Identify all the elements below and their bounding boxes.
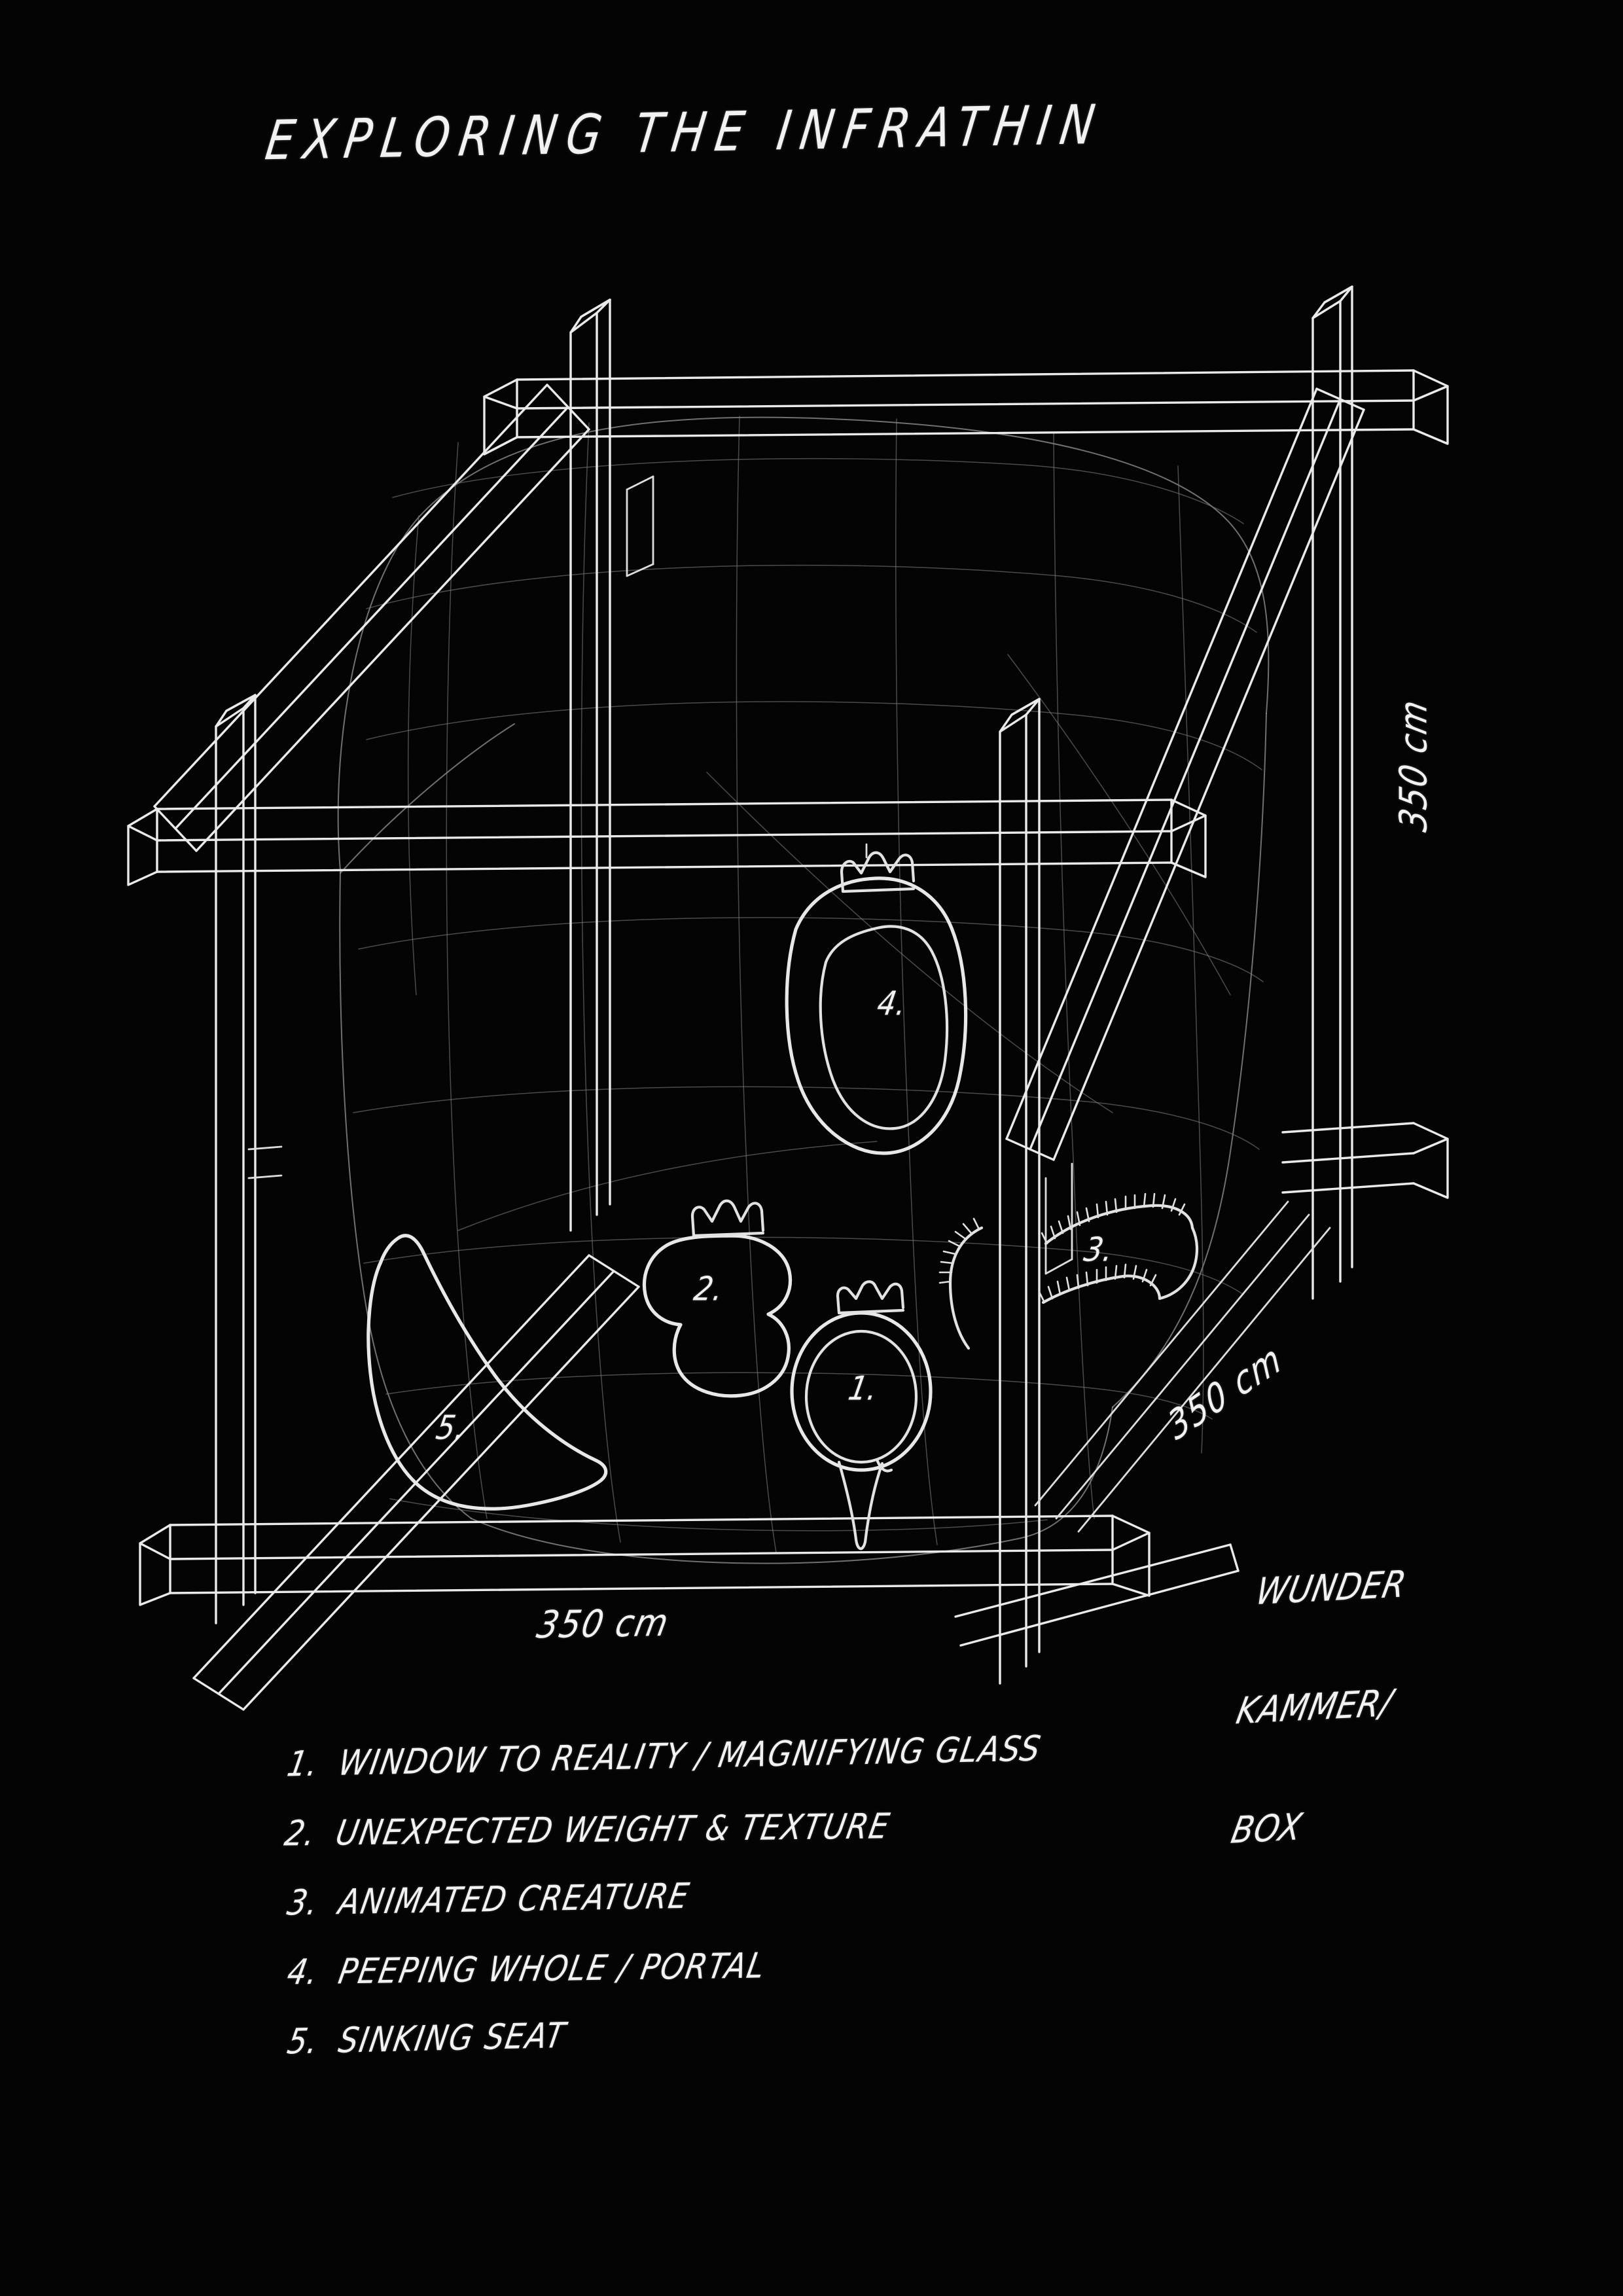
post-top-left <box>569 298 611 1232</box>
legend-item-4-number: 4. <box>284 1951 322 1993</box>
dimension-label-height: 350 cm <box>1391 695 1436 835</box>
object-magnifying-glass <box>790 1280 933 1551</box>
rail-mid <box>127 798 1207 886</box>
post-back-left <box>215 694 257 1624</box>
membrane-skin <box>337 416 1270 1564</box>
legend-item-1-number: 1. <box>284 1742 322 1785</box>
object-weight-texture <box>642 1199 793 1398</box>
rail-bottom-front <box>139 1515 1150 1606</box>
diagonal-beam-lower-right <box>954 1543 1240 1647</box>
legend-item-2-number: 2. <box>281 1812 319 1854</box>
diagonal-beam-upper-left <box>153 384 590 852</box>
post-right <box>1311 285 1353 1300</box>
legend-item-5-number: 5. <box>284 2020 322 2062</box>
legend-item-3-number: 3. <box>284 1881 322 1924</box>
legend-item-5-text: SINKING SEAT <box>335 2015 570 2061</box>
object-animated-creature <box>938 1193 1199 1350</box>
object-peeping-portal <box>785 843 968 1155</box>
beam-stub-inner-left <box>626 475 654 577</box>
depth-edge-right <box>1034 1200 1331 1533</box>
legend-item-4: 4. PEEPING WHOLE / PORTAL <box>284 1936 1407 1993</box>
object-sinking-seat <box>366 1234 608 1511</box>
legend-item-4-text: PEEPING WHOLE / PORTAL <box>335 1945 770 1992</box>
diagonal-beam-upper-right <box>1005 387 1365 1161</box>
dimension-label-bottom: 350 cm <box>533 1600 673 1647</box>
rail-mid-left-stub <box>247 1145 283 1179</box>
legend-item-5: 5. SINKING SEAT <box>285 1996 1409 2062</box>
legend-item-2-text: UNEXPECTED WEIGHT & TEXTURE <box>332 1805 894 1854</box>
legend-item-3: 3. ANIMATED CREATURE <box>284 1863 1408 1923</box>
beam-stub-inner-center <box>1044 1162 1073 1275</box>
rail-mid-right <box>1281 1122 1449 1199</box>
legend-item-3-text: ANIMATED CREATURE <box>335 1875 694 1922</box>
legend-item-2: 2. UNEXPECTED WEIGHT & TEXTURE <box>281 1799 1406 1854</box>
rail-top-back <box>483 369 1449 456</box>
legend-list: 1. WINDOW TO REALITY / MAGNIFYING GLASS … <box>281 1728 1400 2093</box>
box-caption-line-1: WUNDER <box>1252 1562 1410 1613</box>
post-front-center <box>999 698 1041 1685</box>
